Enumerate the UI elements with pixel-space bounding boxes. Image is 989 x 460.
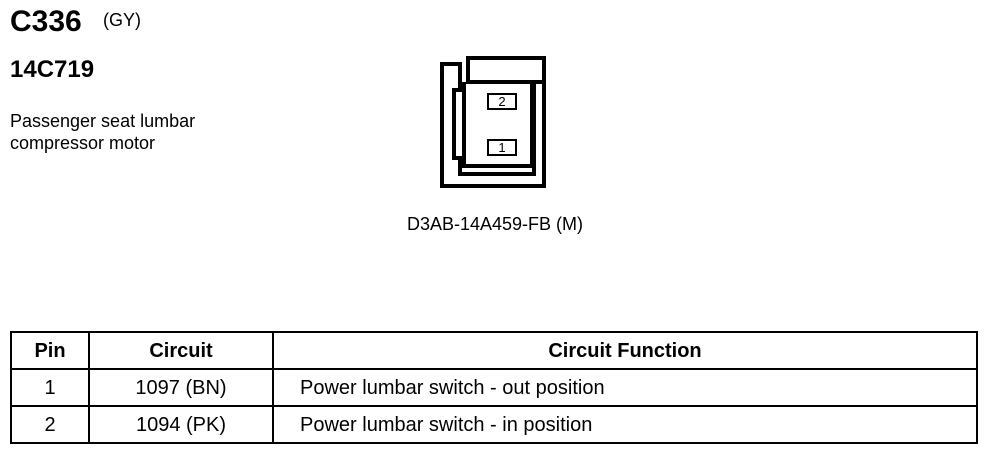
pin-cell: 2 [10, 405, 90, 444]
cavity-box [487, 93, 517, 110]
part-number: 14C719 [10, 56, 95, 83]
description-line: compressor motor [10, 133, 156, 153]
cavity-number: 2 [498, 94, 505, 109]
connector-part-label: D3AB-14A459-FB (M) [406, 214, 584, 234]
table-row: 2 1094 (PK) Power lumbar switch - in pos… [10, 405, 978, 444]
connector-housing-outer [440, 56, 546, 188]
pinout-table: Pin Circuit Circuit Function 1 1097 (BN)… [10, 331, 978, 444]
column-header-pin: Pin [10, 331, 90, 370]
connector-face-diagram: 2 1 [440, 56, 546, 188]
circuit-function-cell: Power lumbar switch - out position [272, 368, 978, 407]
circuit-function-cell: Power lumbar switch - in position [272, 405, 978, 444]
connector-color-code: (GY) [103, 10, 141, 30]
description-line: Passenger seat lumbar [10, 111, 196, 131]
table-row: 1 1097 (BN) Power lumbar switch - out po… [10, 368, 978, 407]
circuit-cell: 1094 (PK) [88, 405, 274, 444]
connector-description: Passenger seat lumbar compressor motor [10, 110, 250, 154]
pin-cell: 1 [10, 368, 90, 407]
cavity-number: 1 [498, 140, 505, 155]
column-header-circuit-function: Circuit Function [272, 331, 978, 370]
cavity-box [487, 139, 517, 156]
connector-housing-inner [462, 82, 534, 168]
table-header-row: Pin Circuit Circuit Function [10, 331, 978, 370]
column-header-circuit: Circuit [88, 331, 274, 370]
connector-locking-tab [466, 56, 546, 84]
connector-id: C336 [10, 5, 82, 38]
circuit-cell: 1097 (BN) [88, 368, 274, 407]
